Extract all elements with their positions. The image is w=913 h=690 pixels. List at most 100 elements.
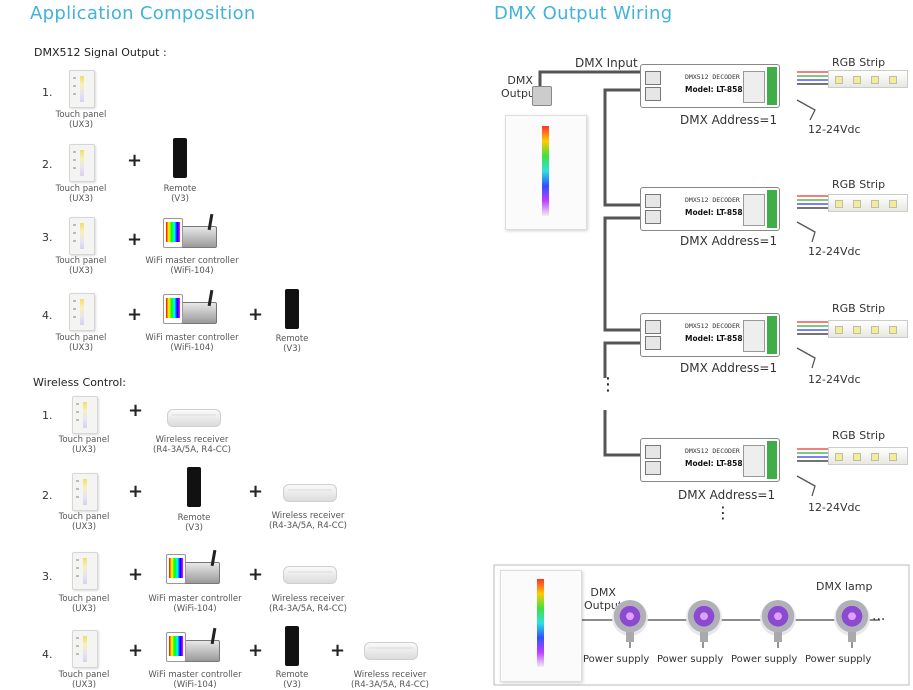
plus-sign: + bbox=[127, 150, 143, 171]
rgb-strip-label: RGB Strip bbox=[832, 56, 886, 69]
voltage-label: 12-24Vdc bbox=[808, 245, 861, 258]
dmx-lamp-label: DMX lamp bbox=[816, 580, 873, 593]
touch-panel-caption: Touch panel(UX3) bbox=[58, 512, 110, 532]
wireless-receiver-caption: Wireless receiver(R4-3A/5A, R4-CC) bbox=[153, 435, 231, 455]
row-number: 4. bbox=[42, 648, 53, 661]
touch-panel-image bbox=[69, 293, 95, 331]
plus-sign: + bbox=[128, 400, 144, 421]
wireless-receiver-image bbox=[364, 642, 418, 660]
rgb-strip-image bbox=[828, 320, 908, 338]
rgb-strip-label: RGB Strip bbox=[832, 302, 886, 315]
plus-sign: + bbox=[248, 481, 264, 502]
plus-sign: + bbox=[128, 640, 144, 661]
wireless-receiver-image bbox=[283, 484, 337, 502]
remote-caption: Remote(V3) bbox=[275, 334, 309, 354]
plus-sign: + bbox=[128, 564, 144, 585]
remote-image bbox=[285, 289, 299, 329]
dmx-address-label: DMX Address=1 bbox=[680, 361, 778, 375]
continuation-dots: ⋮ bbox=[715, 503, 731, 522]
dmx-address-label: DMX Address=1 bbox=[678, 488, 776, 502]
wireless-heading: Wireless Control: bbox=[33, 376, 126, 389]
continuation-dots: ⋮ bbox=[599, 374, 617, 395]
row-number: 1. bbox=[42, 86, 53, 99]
wireless-receiver-caption: Wireless receiver(R4-3A/5A, R4-CC) bbox=[269, 594, 347, 614]
plus-sign: + bbox=[127, 304, 143, 325]
touch-panel-image bbox=[69, 144, 95, 182]
voltage-label: 12-24Vdc bbox=[808, 501, 861, 514]
dmx-address-label: DMX Address=1 bbox=[680, 113, 778, 127]
rgb-strip-label: RGB Strip bbox=[832, 178, 886, 191]
composition-title: Application Composition bbox=[30, 3, 256, 24]
touch-panel-caption: Touch panel(UX3) bbox=[55, 184, 107, 204]
remote-image bbox=[173, 138, 187, 178]
wireless-receiver-image bbox=[283, 566, 337, 584]
row-number: 1. bbox=[42, 409, 53, 422]
wifi-controller-caption: WiFi master controller(WiFi-104) bbox=[148, 594, 242, 614]
touch-panel-large-image bbox=[505, 115, 587, 230]
power-supply-label: Power supply bbox=[805, 654, 872, 665]
wifi-controller-image bbox=[166, 627, 224, 662]
dmx-lamp-image bbox=[612, 600, 648, 642]
touch-panel-image bbox=[69, 217, 95, 255]
plus-sign: + bbox=[248, 304, 264, 325]
touch-panel-caption: Touch panel(UX3) bbox=[55, 333, 107, 353]
remote-caption: Remote(V3) bbox=[275, 670, 309, 690]
row-number: 3. bbox=[42, 231, 53, 244]
touch-panel-caption: Touch panel(UX3) bbox=[55, 110, 107, 130]
voltage-label: 12-24Vdc bbox=[808, 373, 861, 386]
plus-sign: + bbox=[248, 640, 264, 661]
rgb-strip-image bbox=[828, 70, 908, 88]
power-supply-label: Power supply bbox=[657, 654, 724, 665]
rgb-strip-image bbox=[828, 194, 908, 212]
touch-panel-caption: Touch panel(UX3) bbox=[55, 256, 107, 276]
dmx-address-label: DMX Address=1 bbox=[680, 234, 778, 248]
dmx-lamp-image bbox=[834, 600, 870, 642]
remote-caption: Remote(V3) bbox=[177, 513, 211, 533]
plus-sign: + bbox=[330, 640, 346, 661]
touch-panel-caption: Touch panel(UX3) bbox=[58, 670, 110, 690]
remote-caption: Remote(V3) bbox=[163, 184, 197, 204]
remote-image bbox=[285, 626, 299, 666]
wifi-controller-image bbox=[166, 549, 224, 584]
plus-sign: + bbox=[127, 229, 143, 250]
wifi-controller-image bbox=[163, 289, 221, 324]
dmx-lamp-image bbox=[686, 600, 722, 642]
touch-panel-image bbox=[69, 70, 95, 108]
wireless-receiver-image bbox=[167, 409, 221, 427]
power-supply-label: Power supply bbox=[731, 654, 798, 665]
row-number: 3. bbox=[42, 570, 53, 583]
wifi-controller-caption: WiFi master controller(WiFi-104) bbox=[148, 670, 242, 690]
wifi-controller-caption: WiFi master controller(WiFi-104) bbox=[145, 333, 239, 353]
wireless-receiver-caption: Wireless receiver(R4-3A/5A, R4-CC) bbox=[269, 511, 347, 531]
power-supply-label: Power supply bbox=[583, 654, 650, 665]
rj45-connector-icon bbox=[532, 86, 552, 106]
wiring-title: DMX Output Wiring bbox=[494, 3, 673, 24]
row-number: 2. bbox=[42, 489, 53, 502]
touch-panel-image bbox=[72, 473, 98, 511]
wifi-controller-caption: WiFi master controller(WiFi-104) bbox=[145, 256, 239, 276]
dmx-lamp-image bbox=[760, 600, 796, 642]
plus-sign: + bbox=[128, 481, 144, 502]
touch-panel-caption: Touch panel(UX3) bbox=[58, 435, 110, 455]
row-number: 4. bbox=[42, 309, 53, 322]
dmx-input-label: DMX Input bbox=[575, 56, 638, 70]
rgb-strip-label: RGB Strip bbox=[832, 429, 886, 442]
row-number: 2. bbox=[42, 158, 53, 171]
touch-panel-caption: Touch panel(UX3) bbox=[58, 594, 110, 614]
wifi-controller-image bbox=[163, 213, 221, 248]
voltage-label: 12-24Vdc bbox=[808, 123, 861, 136]
remote-image bbox=[187, 467, 201, 507]
rgb-strip-image bbox=[828, 447, 908, 465]
touch-panel-image bbox=[72, 396, 98, 434]
more-lamps-ellipsis: ··· bbox=[872, 612, 886, 628]
plus-sign: + bbox=[248, 564, 264, 585]
touch-panel-image bbox=[72, 630, 98, 668]
touch-panel-image bbox=[72, 552, 98, 590]
